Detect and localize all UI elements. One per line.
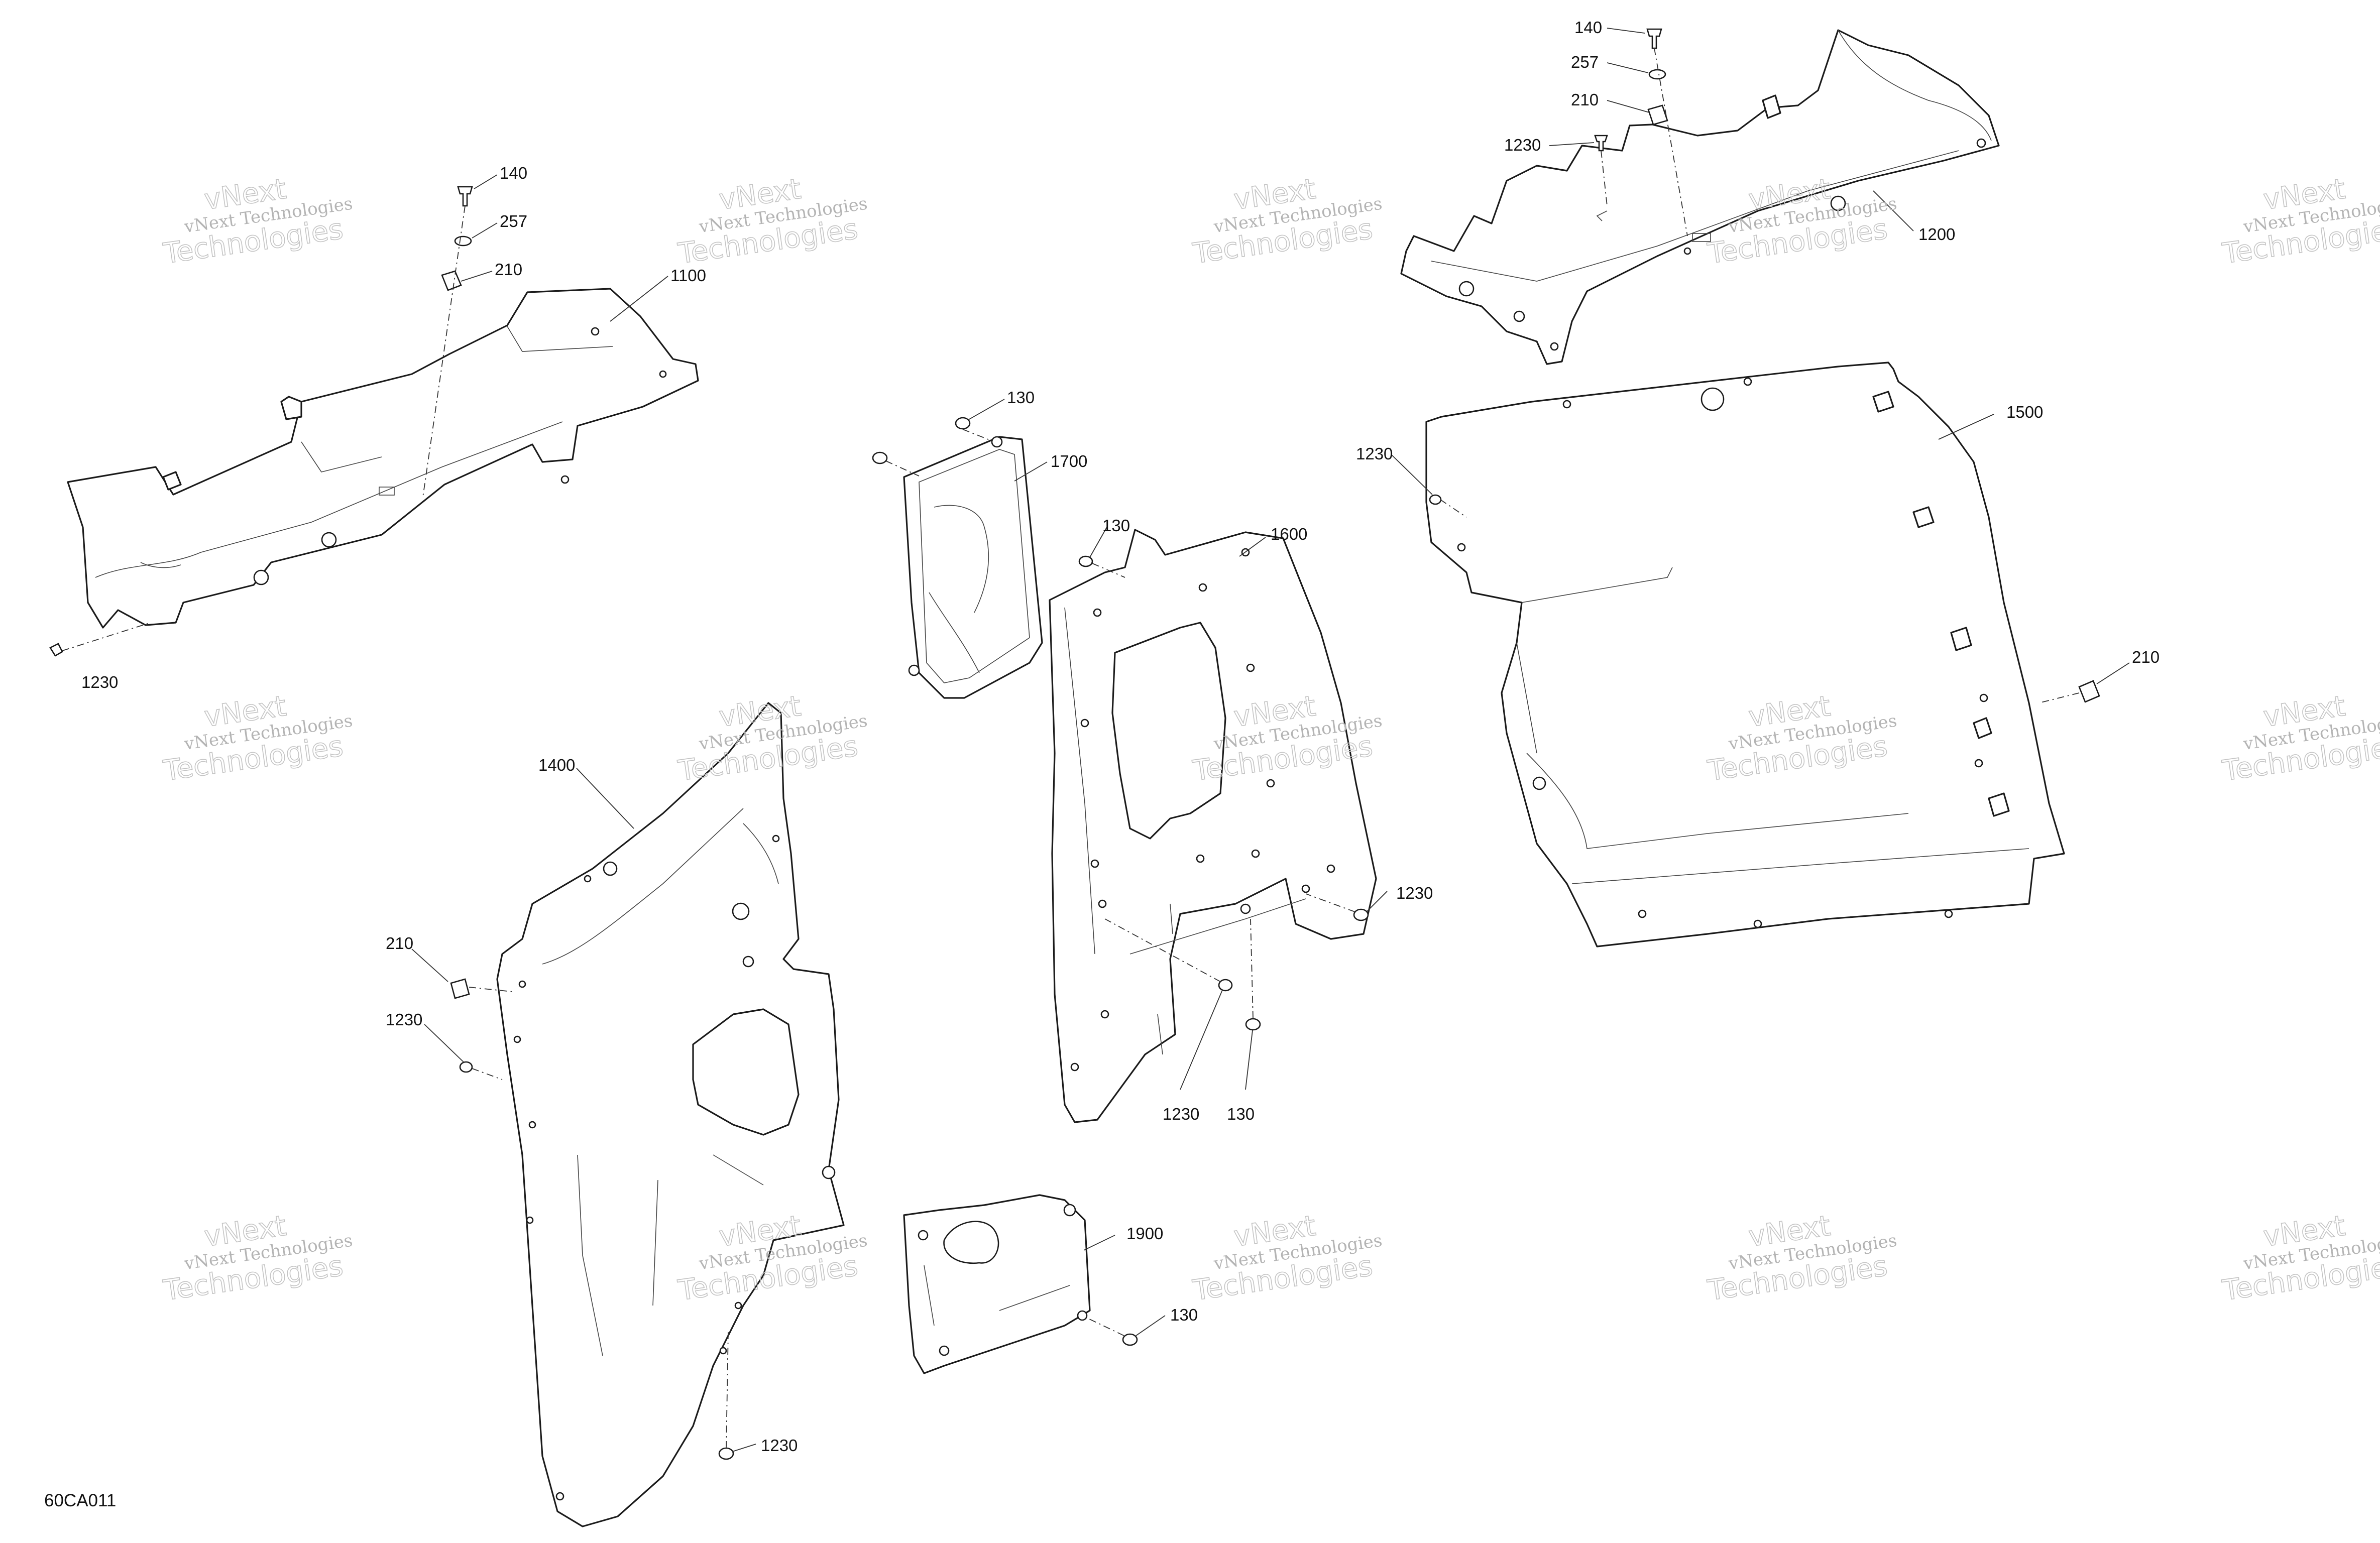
watermark: vNext vNext Technologies Technologies: [675, 689, 868, 788]
watermark: vNext vNext Technologies Technologies: [1190, 172, 1383, 271]
part-1700-frame: [903, 436, 1043, 699]
watermark: vNext vNext Technologies Technologies: [161, 172, 354, 271]
part-1400-panel: [496, 702, 845, 1527]
callout-130-1600-bottom: 130: [1227, 1105, 1255, 1123]
part-1500-panel: [1425, 362, 2065, 947]
watermark: vNext vNext Technologies Technologies: [161, 1209, 354, 1308]
assembly-axes: [62, 48, 2080, 1449]
callout-257-right: 257: [1571, 53, 1599, 71]
callout-257-left: 257: [500, 212, 527, 230]
diagram-code: 60CA011: [44, 1491, 116, 1510]
watermark: vNext vNext Technologies Technologies: [2220, 172, 2380, 271]
watermark: vNext vNext Technologies Technologies: [675, 172, 868, 271]
callout-1500: 1500: [2006, 403, 2043, 421]
callout-210-1400: 210: [386, 934, 413, 953]
callout-labels: 140 257 210 1100 1230 140 257 210 1230 1…: [44, 18, 2160, 1510]
callout-140-right: 140: [1574, 18, 1602, 37]
watermark: vNext vNext Technologies Technologies: [1705, 1209, 1898, 1308]
part-1100-shield: [67, 288, 699, 629]
callout-130-1900: 130: [1170, 1305, 1198, 1324]
watermark: vNext vNext Technologies Technologies: [2220, 1209, 2380, 1308]
callout-1230-left: 1230: [81, 673, 118, 691]
watermark: vNext vNext Technologies Technologies: [2220, 689, 2380, 788]
callout-210-1500-right: 210: [2132, 648, 2160, 666]
callout-1230-1400-bottom: 1230: [761, 1436, 798, 1455]
callout-130-1700-top: 130: [1007, 388, 1035, 407]
callout-1600: 1600: [1271, 525, 1307, 543]
callout-1400: 1400: [538, 756, 575, 774]
callout-140-left: 140: [500, 164, 527, 182]
callout-1230-1600-right: 1230: [1396, 884, 1433, 902]
watermark: vNext vNext Technologies Technologies: [161, 689, 354, 788]
leader-lines: [411, 28, 2130, 1452]
callout-210-right: 210: [1571, 90, 1599, 109]
callout-1230-top-right: 1230: [1504, 136, 1541, 154]
part-1900-cover: [903, 1194, 1091, 1374]
callout-1200: 1200: [1918, 225, 1955, 244]
callout-1900: 1900: [1126, 1224, 1163, 1243]
callout-1230-1500-left: 1230: [1356, 444, 1393, 463]
watermark: vNext vNext Technologies Technologies: [1190, 1209, 1383, 1308]
callout-1700: 1700: [1051, 452, 1087, 470]
callout-130-1600-top: 130: [1102, 516, 1130, 535]
callout-210-left: 210: [495, 260, 522, 279]
callout-1100: 1100: [670, 266, 706, 285]
fasteners: [49, 28, 2100, 1460]
part-1600-plate: [1049, 529, 1377, 1123]
callout-1230-1600-bottom: 1230: [1163, 1105, 1199, 1123]
callout-1230-1400: 1230: [386, 1010, 422, 1029]
part-1200-shield: [1400, 29, 2000, 365]
